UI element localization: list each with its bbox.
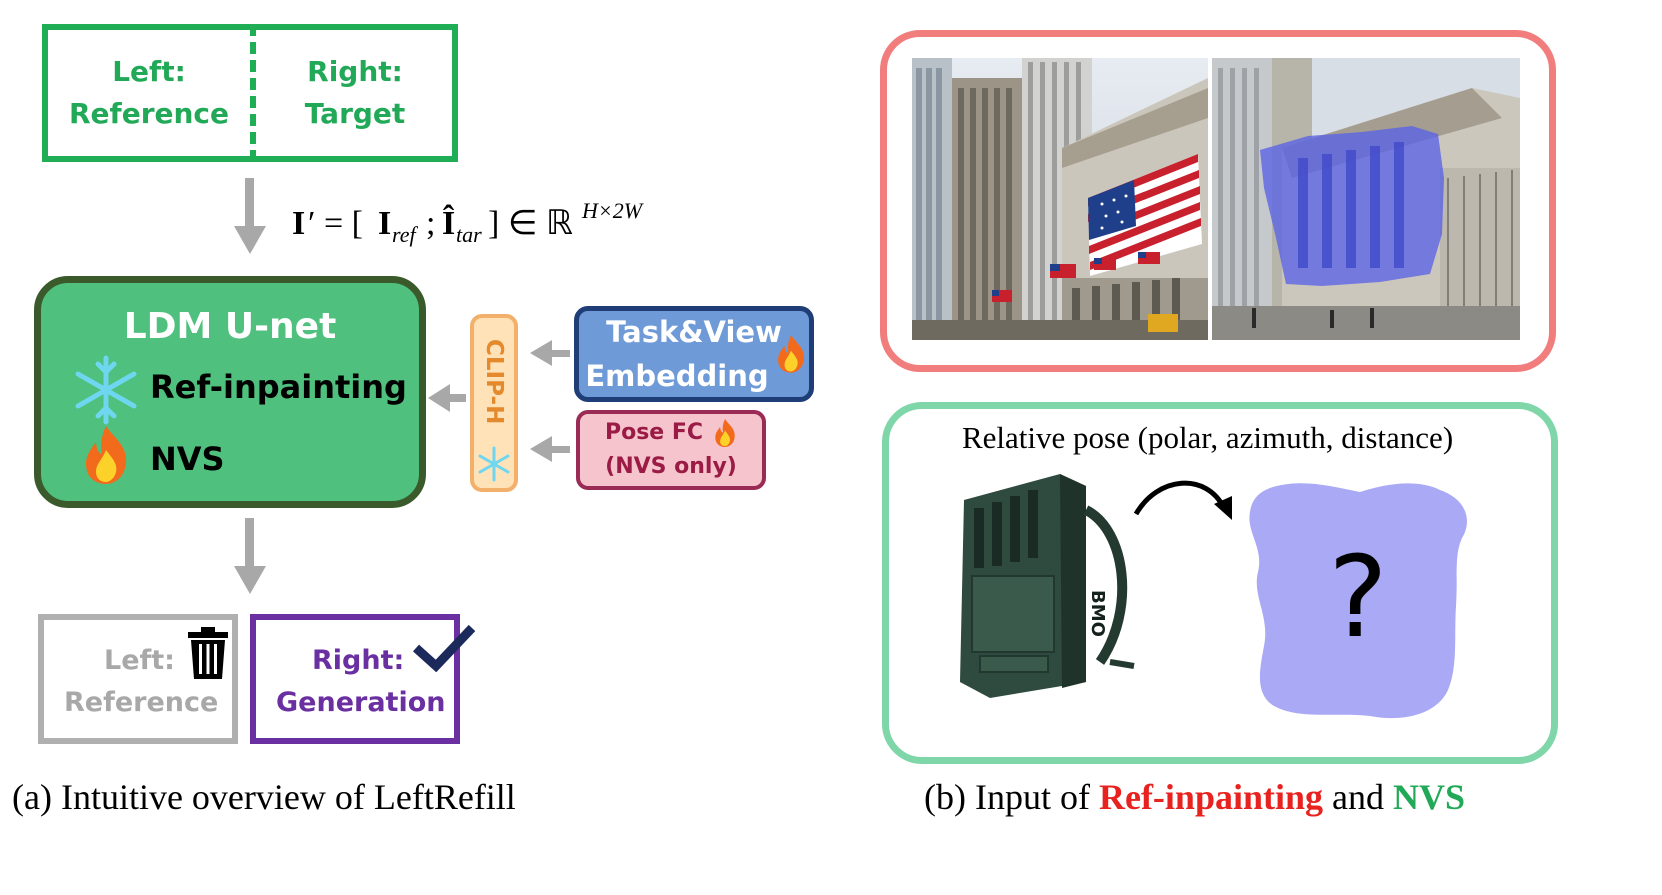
svg-text:;: ; <box>426 205 435 242</box>
source-object-image: BMO <box>960 474 1135 698</box>
clip-h-box <box>470 314 518 492</box>
arrow-clip-ldm-head <box>428 384 450 412</box>
caption-b-prefix: (b) Input of <box>924 777 1099 817</box>
caption-b-nvs: NVS <box>1393 777 1466 817</box>
caption-b: (b) Input of Ref-inpainting and NVS <box>924 776 1465 818</box>
svg-text:ref: ref <box>392 222 419 247</box>
svg-text:H×2W: H×2W <box>581 198 644 223</box>
ref-inpainting-panel <box>880 30 1556 372</box>
arrow-clip-ldm-shaft <box>444 394 466 402</box>
svg-text:] ∈ ℝ: ] ∈ ℝ <box>488 205 573 242</box>
question-mark: ? <box>1328 533 1387 663</box>
output-right-line2: Generation <box>276 687 446 718</box>
arrow-down-2-shaft <box>245 518 254 570</box>
arrow-task-clip-shaft <box>548 350 570 357</box>
input-left-text: Left: Reference <box>68 55 230 130</box>
arrow-pose-clip-head <box>530 436 552 462</box>
ldm-item-ref-inpainting: Ref-inpainting <box>150 368 407 406</box>
caption-b-mid: and <box>1323 777 1393 817</box>
output-right-box <box>250 614 460 744</box>
reference-photo <box>912 58 1208 340</box>
svg-text:I: I <box>378 205 391 242</box>
pose-fc-box <box>576 410 766 490</box>
arrow-down-2-head <box>234 566 266 594</box>
fire-icon <box>86 426 127 484</box>
input-divider <box>250 24 256 162</box>
svg-text:BMO: BMO <box>1087 590 1108 637</box>
output-left-line1: Left: <box>104 645 175 676</box>
fire-icon <box>715 418 735 448</box>
concat-formula: I ′ = [ I ref ; Î tar ] ∈ ℝ H×2W <box>292 196 692 257</box>
snowflake-icon <box>478 446 510 482</box>
svg-text:′ = [: ′ = [ <box>308 205 363 242</box>
target-masked-photo <box>1212 58 1520 340</box>
clip-h-text: CLIP-H <box>481 339 507 425</box>
pose-fc-line2: (NVS only) <box>605 454 737 479</box>
snowflake-icon <box>75 355 137 425</box>
svg-text:I: I <box>292 205 305 242</box>
input-left-label: Left: Reference <box>48 30 250 156</box>
ldm-item-nvs: NVS <box>150 440 225 478</box>
ldm-title: LDM U-net <box>34 302 426 350</box>
fire-icon <box>778 335 805 373</box>
output-right-line1: Right: <box>312 645 405 676</box>
input-right-text: Right: Target <box>304 55 406 130</box>
caption-b-ref: Ref-inpainting <box>1098 777 1324 817</box>
pose-fc-line1: Pose FC <box>604 420 704 445</box>
caption-a: (a) Intuitive overview of LeftRefill <box>12 777 516 817</box>
task-view-line1: Task&View <box>606 315 782 349</box>
svg-text:tar: tar <box>456 222 482 247</box>
arrow-down-1-shaft <box>245 178 254 230</box>
pose-fc-label: Pose FC (NVS only) <box>576 416 766 484</box>
task-view-label: Task&View Embedding <box>574 310 814 398</box>
nvs-target-mask: ? <box>1249 483 1467 719</box>
output-left-box <box>38 614 238 744</box>
svg-text:Î: Î <box>442 204 455 242</box>
task-view-line2: Embedding <box>585 359 769 393</box>
arrow-task-clip-head <box>530 340 552 366</box>
output-left-line2: Reference <box>64 687 219 718</box>
trash-icon <box>188 627 228 679</box>
arrow-pose-clip-shaft <box>548 446 570 453</box>
nvs-panel <box>882 402 1558 764</box>
curved-arrow-icon <box>1133 480 1232 520</box>
arrow-down-1-head <box>234 226 266 254</box>
formula-svg: I ′ = [ I ref ; Î tar ] ∈ ℝ H×2W <box>292 198 644 247</box>
task-view-embedding-box <box>574 306 814 402</box>
ldm-title-text: LDM U-net <box>123 305 337 347</box>
clip-h-label: CLIP-H <box>470 322 518 442</box>
relative-pose-text: Relative pose (polar, azimuth, distance) <box>962 420 1454 455</box>
checkmark-icon <box>412 624 476 672</box>
input-right-label: Right: Target <box>256 30 454 156</box>
